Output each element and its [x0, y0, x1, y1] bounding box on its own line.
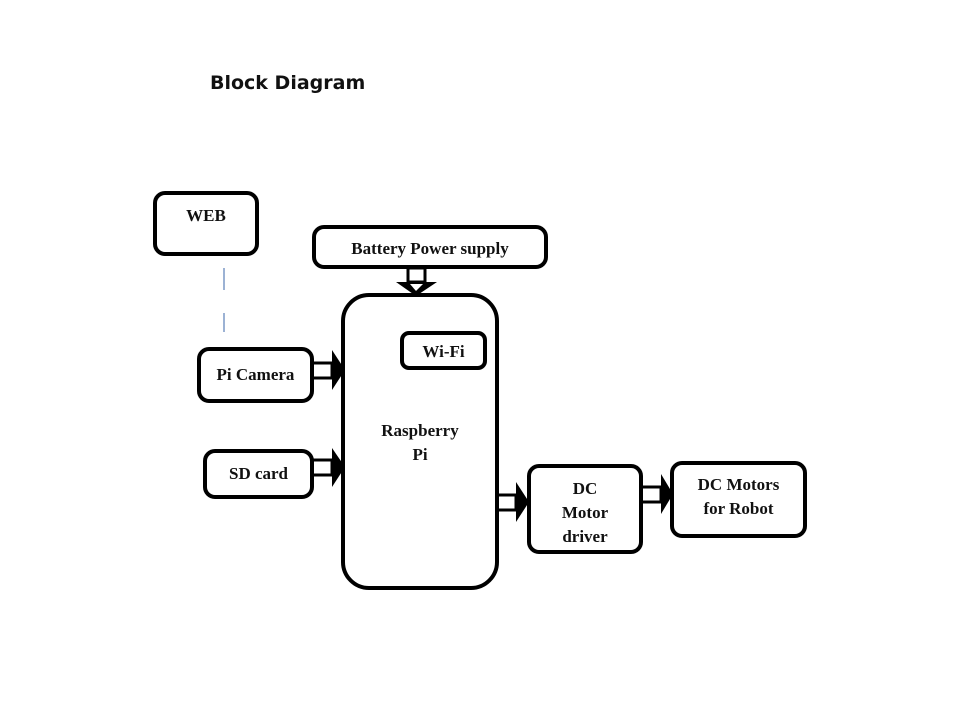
driver-label-line2: Motor: [561, 503, 609, 522]
motors-label-line2: for Robot: [703, 499, 774, 518]
battery-to-pi-arrow: [396, 266, 437, 296]
wifi-block: Wi-Fi: [400, 331, 487, 370]
sd-to-pi-arrow: [310, 448, 345, 487]
dc-motor-driver-block: DC Motor driver: [527, 464, 643, 554]
pi-camera-block: Pi Camera: [197, 347, 314, 403]
web-label: WEB: [186, 206, 226, 225]
driver-to-motors-arrow: [639, 474, 673, 514]
pi-camera-label: Pi Camera: [216, 365, 295, 384]
pi-to-driver-arrow: [494, 482, 529, 522]
sd-card-label: SD card: [228, 464, 289, 483]
wifi-label: Wi-Fi: [422, 342, 465, 361]
driver-label-line3: driver: [562, 527, 608, 546]
driver-label-line1: DC: [572, 479, 598, 498]
raspberry-label-line1: Raspberry: [381, 421, 459, 440]
dc-motors-for-robot-block: DC Motors for Robot: [670, 461, 807, 538]
camera-to-pi-arrow: [310, 350, 345, 390]
raspberry-label-line2: Pi: [412, 445, 428, 464]
web-block: WEB: [153, 191, 259, 256]
battery-label: Battery Power supply: [351, 239, 509, 258]
battery-power-supply-block: Battery Power supply: [312, 225, 548, 269]
sd-card-block: SD card: [203, 449, 314, 499]
diagram-title: Block Diagram: [210, 72, 366, 94]
motors-label-line1: DC Motors: [697, 475, 780, 494]
